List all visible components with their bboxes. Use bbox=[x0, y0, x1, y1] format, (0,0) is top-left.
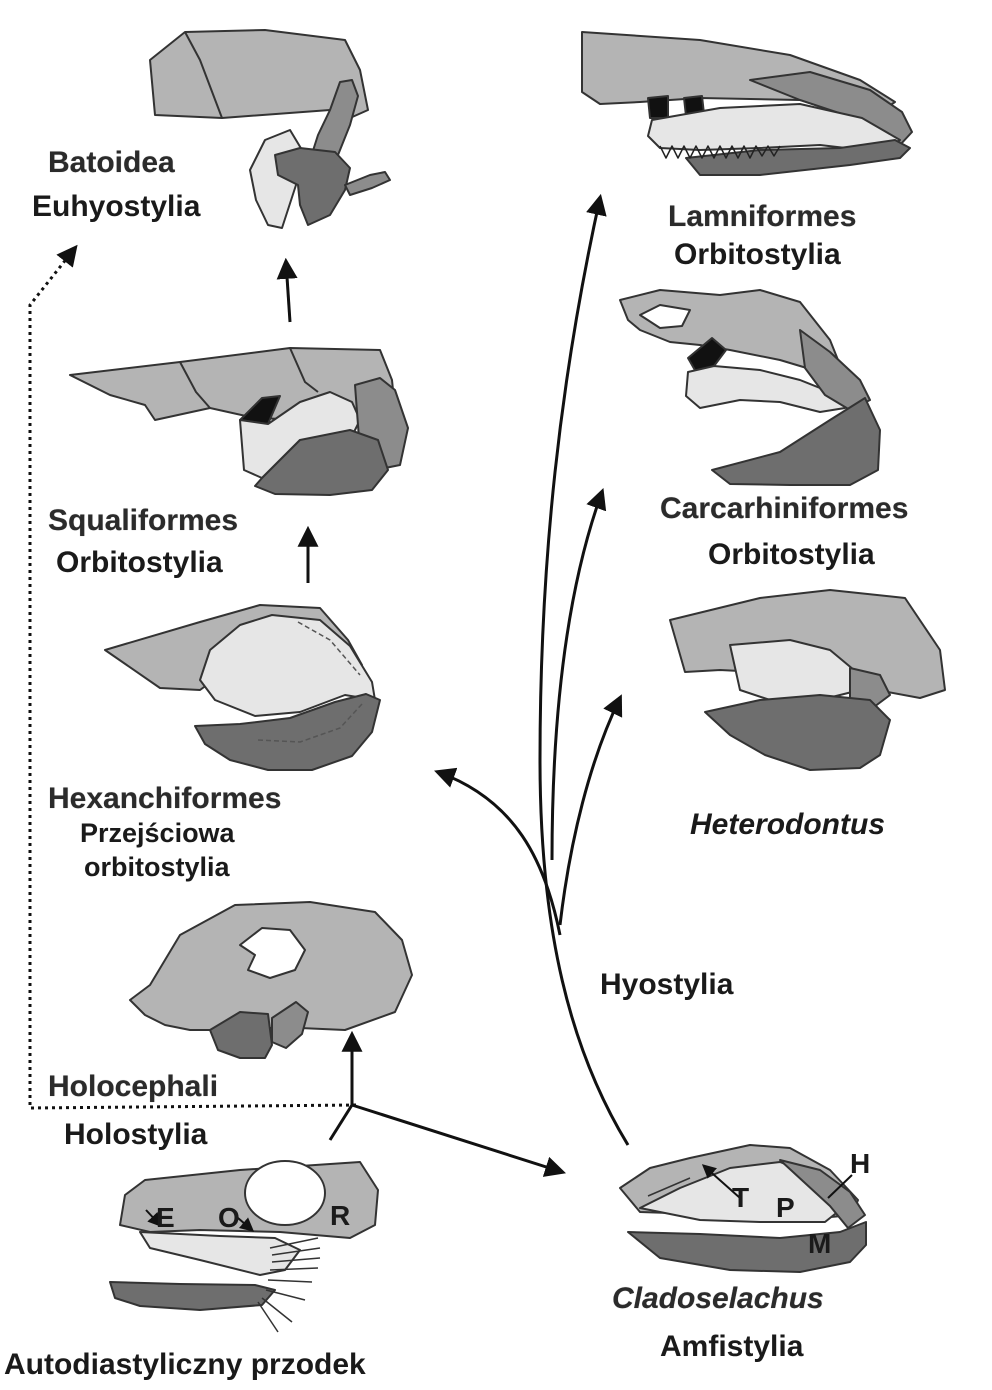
leader-o bbox=[237, 1217, 255, 1232]
lamniformes-skull bbox=[581, 31, 913, 176]
hexanchiformes-suspension-line2: orbitostylia bbox=[84, 852, 230, 882]
ancestor-skull bbox=[109, 1160, 379, 1333]
ancestor-label: Autodiastyliczny przodek bbox=[4, 1348, 366, 1381]
cladoselachus-suspension: Amfistylia bbox=[660, 1330, 804, 1363]
heterodontus-skull bbox=[669, 589, 946, 771]
leader-h bbox=[827, 1174, 853, 1199]
batoidea-suspension: Euhyostylia bbox=[32, 190, 201, 223]
leader-e bbox=[145, 1209, 162, 1228]
holocephali-skull bbox=[129, 901, 413, 1059]
holocephali-taxon: Holocephali bbox=[48, 1070, 219, 1103]
squaliformes-suspension: Orbitostylia bbox=[56, 546, 223, 579]
arrow-to-carcharhiniformes bbox=[550, 488, 607, 861]
cladoselachus-letter-h: H bbox=[850, 1148, 871, 1179]
cladoselachus-letter-p: P bbox=[776, 1192, 795, 1223]
cladoselachus-skull bbox=[619, 1144, 867, 1273]
lamniformes-taxon: Lamniformes bbox=[668, 200, 857, 233]
ancestor-letter-o: O bbox=[218, 1202, 240, 1233]
arrow-from-ancestor bbox=[328, 1104, 354, 1141]
carcharhiniformes-suspension: Orbitostylia bbox=[708, 538, 875, 571]
arrow-cladoselachus-internal bbox=[701, 1164, 741, 1199]
batoidea-skull bbox=[149, 29, 391, 229]
holocephali-suspension: Holostylia bbox=[64, 1118, 208, 1151]
hexanchiformes-skull bbox=[104, 604, 381, 771]
dotted-holocephali-line bbox=[28, 244, 357, 1110]
ancestor-letter-e: E bbox=[156, 1202, 175, 1233]
arrow-to-hexanchiformes bbox=[434, 767, 562, 936]
arrow-to-heterodontus bbox=[558, 694, 623, 926]
heterodontus-taxon: Heterodontus bbox=[690, 808, 885, 841]
arrow-to-cladoselachus bbox=[351, 1103, 567, 1177]
squaliformes-taxon: Squaliformes bbox=[48, 504, 239, 537]
ancestor-letter-r: R bbox=[330, 1200, 351, 1231]
hexanchiformes-taxon: Hexanchiformes bbox=[48, 782, 282, 815]
hyostylia-label: Hyostylia bbox=[600, 968, 734, 1001]
hexanchiformes-suspension-line1: Przejściowa bbox=[80, 818, 235, 848]
carcharhiniformes-taxon: Carcarhiniformes bbox=[660, 492, 909, 525]
arrows bbox=[28, 193, 853, 1232]
cladoselachus-letter-m: M bbox=[808, 1228, 832, 1259]
lamniformes-suspension: Orbitostylia bbox=[674, 238, 841, 271]
cladoselachus-letter-t: T bbox=[732, 1182, 750, 1213]
arrow-to-batoidea bbox=[276, 257, 298, 323]
cladoselachus-taxon: Cladoselachus bbox=[612, 1282, 824, 1315]
squaliformes-skull bbox=[69, 347, 409, 496]
carcharhiniformes-skull bbox=[619, 289, 881, 486]
arrow-hyostylia-to-lamniformes bbox=[538, 193, 630, 1146]
batoidea-taxon: Batoidea bbox=[48, 146, 175, 179]
